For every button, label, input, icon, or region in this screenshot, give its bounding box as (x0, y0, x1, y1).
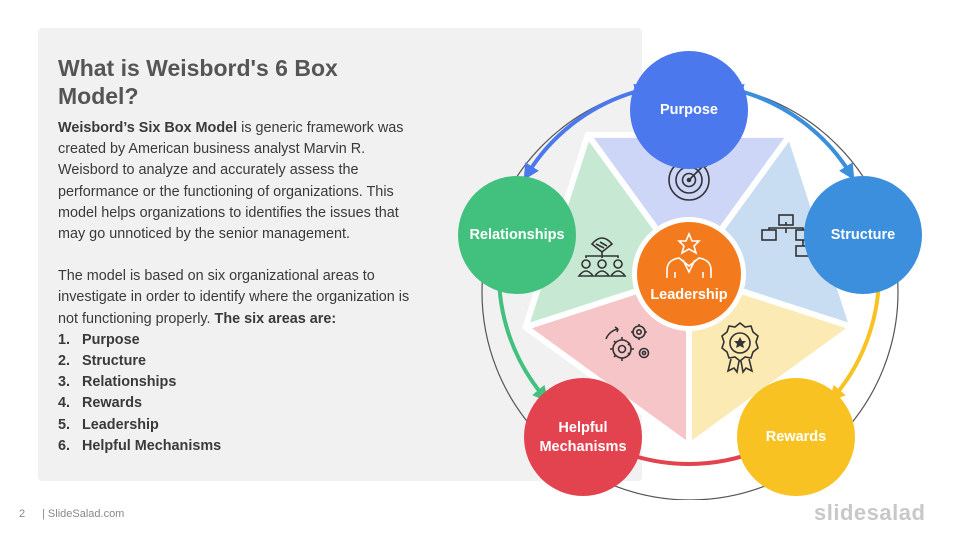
list-item: 3. Relationships (58, 372, 428, 393)
page-number: 2 (19, 508, 26, 520)
intro-text: is generic framework was created by Amer… (58, 120, 404, 243)
node-circle (524, 378, 642, 496)
node-label: Relationships (469, 227, 564, 243)
list-number: 2. (58, 353, 71, 370)
areas-bold: The six areas are: (214, 310, 337, 327)
intro-bold: Weisbord’s Six Box Model (58, 120, 238, 136)
list-item: 1. Purpose (58, 330, 428, 351)
list-item: 6. Helpful Mechanisms (58, 436, 428, 457)
node-label-line2: Mechanisms (539, 439, 626, 455)
list-item: 2. Structure (58, 351, 428, 372)
list-label: Rewards (82, 395, 142, 412)
node-helpful-mechanisms: Helpful Mechanisms (524, 378, 642, 496)
six-box-diagram: Purpose Structure Rewards Helpful Mechan… (458, 51, 922, 500)
center-circle (637, 222, 741, 326)
list-label: Purpose (82, 331, 140, 348)
team-handshake-icon (577, 237, 627, 277)
brand-logo: slidesalad (814, 500, 926, 525)
list-number: 3. (58, 374, 71, 391)
node-purpose: Purpose (630, 51, 748, 169)
footer-site: | SlideSalad.com (42, 508, 125, 520)
node-circle (804, 176, 922, 294)
node-rewards: Rewards (737, 378, 855, 496)
node-relationships: Relationships (458, 176, 576, 294)
slide-title: What is Weisbord's 6 Box Model? (58, 55, 338, 109)
list-item: 5. Leadership (58, 415, 428, 436)
node-label: Helpful (558, 420, 607, 436)
node-structure: Structure (804, 176, 922, 294)
award-badge-icon (721, 321, 759, 374)
list-label: Structure (82, 353, 146, 370)
arrow-arc (727, 83, 855, 181)
areas-text: The model is based on six organizational… (58, 268, 410, 327)
intro-paragraph: Weisbord’s Six Box Model is generic fram… (58, 118, 428, 245)
node-label: Purpose (660, 102, 718, 118)
list-label: Relationships (82, 374, 177, 391)
arrow-arc (523, 83, 651, 181)
list-label: Leadership (82, 416, 159, 433)
center-label: Leadership (650, 287, 727, 303)
node-circle (737, 378, 855, 496)
gears-icon (605, 324, 650, 361)
leader-star-icon (666, 231, 712, 278)
node-circle (630, 51, 748, 169)
node-label: Rewards (766, 429, 826, 445)
areas-list: 1. Purpose 2. Structure 3. Relationships 4.… (58, 330, 428, 457)
list-item: 4. Rewards (58, 393, 428, 414)
list-number: 1. (58, 331, 71, 348)
node-label: Structure (831, 227, 895, 243)
areas-paragraph: The model is based on six organizational… (58, 266, 428, 330)
slide-body: Weisbord’s Six Box Model is generic fram… (58, 118, 428, 457)
list-number: 5. (58, 416, 71, 433)
node-circle (458, 176, 576, 294)
list-number: 6. (58, 437, 71, 454)
list-label: Helpful Mechanisms (82, 437, 222, 454)
node-leadership: Leadership (632, 217, 746, 331)
list-number: 4. (58, 395, 71, 412)
